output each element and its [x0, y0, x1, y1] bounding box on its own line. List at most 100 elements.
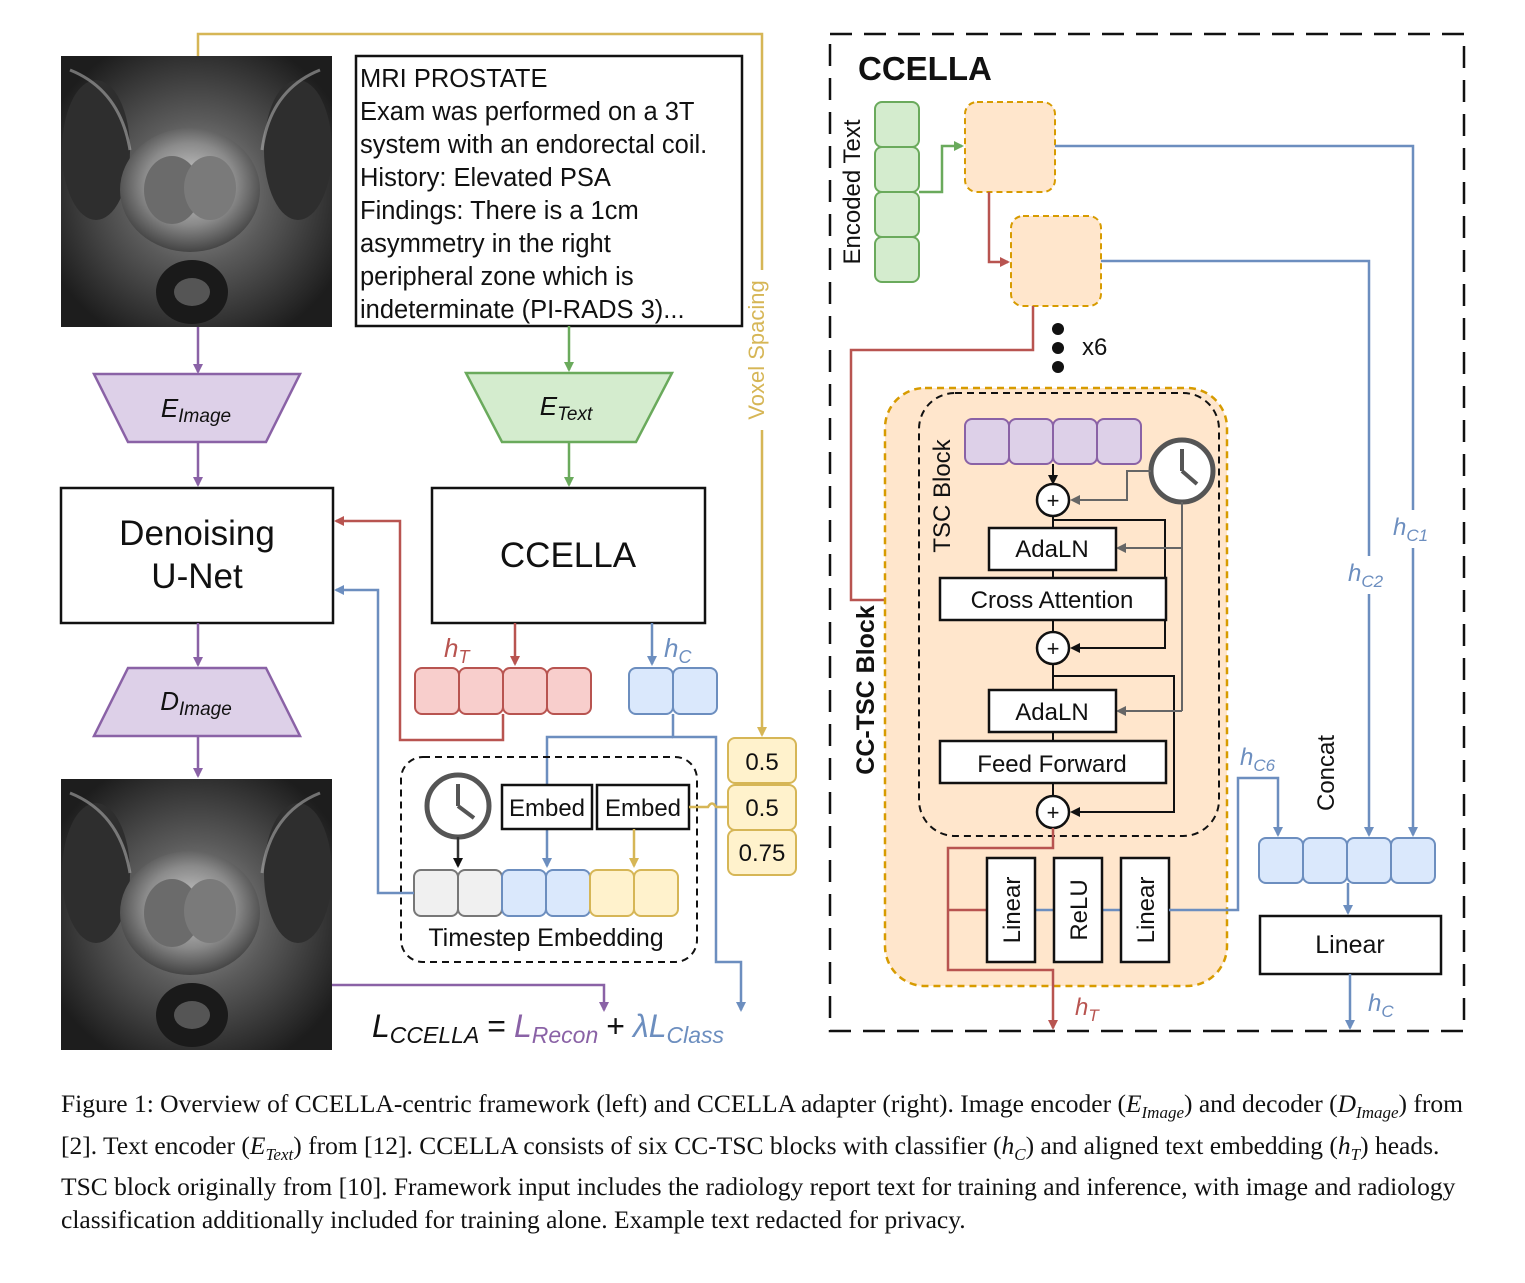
voxel-spacing-values: 0.5 0.5 0.75 [727, 737, 797, 876]
report-line: Findings: There is a 1cm [360, 197, 639, 225]
report-line: asymmetry in the right [360, 230, 611, 258]
mri-output-image [61, 779, 332, 1050]
report-line: MRI PROSTATE [360, 65, 547, 93]
h-c6-label: hC6 [1240, 744, 1276, 775]
figure-caption: Figure 1: Overview of CCELLA-centric fra… [61, 1088, 1466, 1236]
embed-box-2 [595, 783, 691, 831]
e-text-label: EText [540, 391, 593, 425]
h-c1-label: hC1 [1393, 514, 1428, 545]
caption-text: ) heads. TSC block originally from [10].… [61, 1130, 1456, 1234]
h-t-label: hT [444, 633, 471, 667]
caption-text: ) and aligned text embedding ( [1025, 1130, 1338, 1160]
tsc-block-label: TSC Block [929, 438, 956, 552]
encoded-text-tokens [874, 101, 920, 283]
image-decoder-trapezoid [91, 666, 303, 738]
tsc-block [918, 392, 1220, 837]
feed-forward-label: Feed Forward [977, 751, 1126, 778]
ccella-panel-title: CCELLA [858, 50, 992, 87]
relu-label: ReLU [1066, 879, 1093, 940]
voxel-spacing-label: Voxel Spacing [744, 280, 769, 419]
embed-label-2: Embed [605, 795, 681, 822]
linear-label-b: Linear [1133, 877, 1160, 944]
timestep-embedding-label: Timestep Embedding [428, 924, 663, 952]
caption-math-sub: C [1014, 1144, 1026, 1164]
concat-label: Concat [1313, 735, 1340, 811]
concat-tokens [1258, 837, 1436, 884]
classifier-tokens [628, 667, 718, 715]
unet-label-line1: Denoising [119, 514, 275, 553]
add-node: + [1035, 794, 1071, 830]
timestep-embedding-group [400, 756, 698, 963]
unet-label-line2: U-Net [151, 557, 243, 596]
adaln-label-1: AdaLN [1015, 536, 1088, 563]
linear-out-label: Linear [1315, 931, 1385, 959]
svg-text:+: + [1047, 800, 1060, 825]
spacing-value: 0.5 [745, 795, 778, 822]
ccella-box-label: CCELLA [500, 536, 637, 575]
caption-math: D [1337, 1089, 1357, 1118]
adaln-box-1 [987, 526, 1118, 572]
caption-text: ) from [2]. Text encoder ( [61, 1089, 1463, 1160]
timestep-tokens [413, 869, 679, 917]
feed-forward-box [938, 739, 1168, 785]
caption-math-sub: Image [1141, 1103, 1184, 1123]
spacing-value: 0.5 [745, 749, 778, 776]
report-line: peripheral zone which is [360, 263, 634, 291]
clock-icon [424, 772, 492, 840]
h-c-label: hC [664, 633, 692, 667]
caption-math-sub: Image [1356, 1103, 1399, 1123]
clock-icon [1148, 437, 1216, 505]
h-c-out-label: hC [1368, 990, 1394, 1021]
svg-text:+: + [1047, 488, 1060, 513]
caption-math-sub: Text [265, 1144, 294, 1164]
caption-math: E [249, 1130, 266, 1160]
caption-math-sub: T [1350, 1144, 1361, 1164]
embed-box-1 [500, 783, 594, 831]
text-embedding-tokens [414, 667, 592, 715]
ccella-box [430, 486, 707, 625]
cross-attention-label: Cross Attention [971, 587, 1134, 614]
caption-math: h [1001, 1130, 1015, 1160]
loss-equation: LCCELLA=LRecon+λLClass [372, 1008, 724, 1048]
report-line: History: Elevated PSA [360, 164, 611, 192]
framework-diagram: Voxel Spacing MRI PROSTATE Exam was perf… [59, 32, 1466, 1050]
image-encoder-trapezoid [91, 372, 303, 444]
mri-input-image [61, 56, 332, 327]
ellipsis-dot [1052, 342, 1064, 354]
report-text: MRI PROSTATE Exam was performed on a 3T … [360, 65, 707, 324]
e-image-label: EImage [161, 393, 231, 427]
caption-text: Figure 1: Overview of CCELLA-centric fra… [61, 1089, 1126, 1118]
report-line: Exam was performed on a 3T [360, 98, 694, 126]
relu-box [1052, 856, 1104, 964]
add-node: + [1035, 482, 1071, 518]
text-encoder-trapezoid [463, 371, 675, 444]
ellipsis-dot [1052, 361, 1064, 373]
cross-attention-box [938, 576, 1168, 622]
denoising-unet-box [59, 486, 335, 625]
linear-box-a [985, 856, 1037, 964]
caption-math: E [1125, 1089, 1142, 1118]
cc-tsc-block-label: CC-TSC Block [852, 605, 880, 775]
encoded-text-label: Encoded Text [839, 119, 866, 264]
caption-text: ) and decoder ( [1184, 1089, 1338, 1118]
report-text-box [354, 54, 744, 328]
spacing-value: 0.75 [739, 840, 786, 867]
d-image-label: DImage [160, 686, 232, 720]
h-c2-label: hC2 [1348, 560, 1384, 591]
ellipsis-dot [1052, 323, 1064, 335]
report-line: system with an endorectal coil. [360, 131, 707, 159]
h-t-out-label: hT [1075, 994, 1100, 1025]
caption-text: ) from [12]. CCELLA consists of six CC-T… [293, 1130, 1002, 1160]
caption-math: h [1337, 1130, 1351, 1160]
ccella-adapter-panel [828, 32, 1466, 1033]
report-line: indeterminate (PI-RADS 3)... [360, 296, 685, 324]
add-node: + [1035, 630, 1071, 666]
repeat-count-label: x6 [1082, 334, 1107, 361]
linear-out-box [1258, 914, 1443, 976]
linear-label-a: Linear [999, 877, 1026, 944]
cc-tsc-block-2 [1010, 215, 1102, 307]
cc-tsc-block-1 [964, 101, 1056, 193]
latent-tokens [964, 418, 1142, 465]
adaln-label-2: AdaLN [1015, 699, 1088, 726]
svg-text:+: + [1047, 636, 1060, 661]
